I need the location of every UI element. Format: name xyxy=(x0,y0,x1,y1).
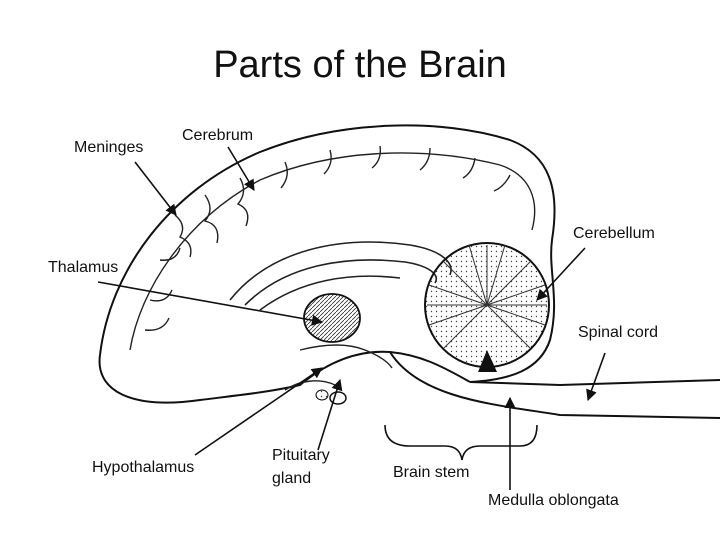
spinal-cord-arrow xyxy=(586,352,606,402)
label-pituitary-line2: gland xyxy=(272,470,312,487)
label-spinal-cord: Spinal cord xyxy=(578,324,659,341)
label-cerebellum: Cerebellum xyxy=(573,225,655,242)
brain-stem-bracket xyxy=(384,424,538,461)
slide-title: Parts of the Brain xyxy=(213,44,507,86)
label-meninges: Meninges xyxy=(74,139,144,156)
pituitary-arrow xyxy=(317,378,343,451)
label-cerebrum: Cerebrum xyxy=(182,127,254,144)
label-brain-stem: Brain stem xyxy=(393,464,470,481)
thalamus-arrow xyxy=(97,281,324,326)
meninges-arrow xyxy=(134,161,177,216)
label-thalamus: Thalamus xyxy=(48,259,119,276)
cerebellum-shape xyxy=(424,242,550,372)
cerebellum-arrow xyxy=(536,247,586,301)
label-pituitary-line1: Pituitary xyxy=(272,447,330,464)
label-hypothalamus: Hypothalamus xyxy=(92,459,195,476)
brainstem-shape xyxy=(284,344,393,391)
label-medulla-oblongata: Medulla oblongata xyxy=(488,492,619,509)
thalamus-shape xyxy=(303,293,361,343)
leader-lines xyxy=(97,146,606,490)
pituitary-shape xyxy=(315,389,347,405)
cerebrum-arrow xyxy=(227,146,255,191)
hypothalamus-arrow xyxy=(194,367,323,456)
cortex-folds xyxy=(129,145,536,351)
brain-outline xyxy=(98,124,720,419)
